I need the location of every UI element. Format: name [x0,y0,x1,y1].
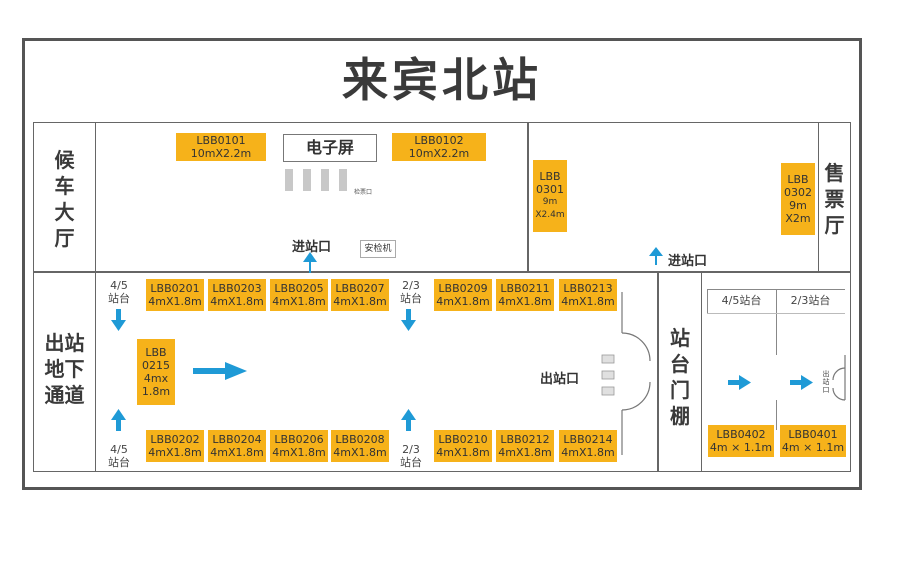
down-arrow-icon [401,309,416,331]
entrance-arrow-icon [303,252,317,273]
up-arrow-icon [111,409,126,431]
ticket-gate [285,169,293,191]
exit-door-icon [621,292,651,455]
entrance-label-hall: 进站口 [292,240,332,255]
ticket-hall-label: 售 票 厅 [824,161,845,237]
canopy-header-line [707,313,845,314]
platform-canopy-label: 站 台 门 棚 [670,326,690,428]
ticket-gate-label: 检票口 [354,189,373,196]
exit-gate-icon [601,354,615,396]
down-arrow-icon [111,309,126,331]
platform-45-bottom-label: 4/5 站台 [108,443,130,469]
canopy-divider [776,289,777,355]
canopy-platform-45-label: 4/5站台 [721,294,762,307]
canopy-divider-lower [776,400,777,430]
canopy-exit-label: 出 站 口 [822,370,830,394]
up-arrow-icon [401,409,416,431]
electronic-screen: 电子屏 [283,134,377,162]
right-arrow-icon [790,375,813,390]
platform-23-top-label: 2/3 站台 [400,279,422,305]
exit-tunnel-label-cell [33,272,96,472]
platform-23-bottom-label: 2/3 站台 [400,443,422,469]
waiting-hall-label: 候 车 大 厅 [54,148,75,250]
canopy-platform-23-label: 2/3站台 [790,294,831,307]
canopy-wall [707,289,708,313]
station-title: 来宾北站 [342,53,542,107]
ticket-gate [321,169,329,191]
canopy-exit-door-icon [832,355,846,401]
platform-45-top-label: 4/5 站台 [108,279,130,305]
exit-tunnel-label: 出站 地下 通道 [44,331,85,407]
platform-canopy-label-cell [658,272,702,472]
entrance-label-ticket-hall: 进站口 [668,254,708,269]
waiting-hall-label-cell [33,122,96,272]
ticket-gate [303,169,311,191]
ticket-hall-label-cell [818,122,851,272]
right-arrow-icon [728,375,751,390]
ticket-gate [339,169,347,191]
right-arrow-icon [193,362,247,380]
entrance-arrow-icon [649,247,663,265]
security-machine: 安检机 [360,240,396,258]
exit-label-tunnel: 出站口 [540,372,580,387]
